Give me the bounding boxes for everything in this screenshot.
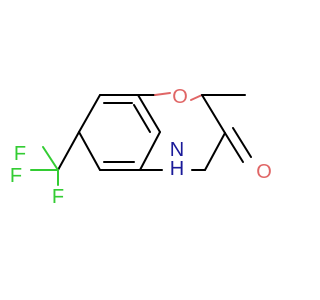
oxazinone-ring xyxy=(137,92,226,171)
fluorine-label-1: F xyxy=(14,143,26,165)
molecule-structure: O O H N F F F xyxy=(10,86,272,208)
bond xyxy=(133,104,151,133)
bond xyxy=(201,94,226,134)
fluorine-label-3: F xyxy=(52,186,64,208)
bond xyxy=(78,131,101,171)
oxygen-ring-label: O xyxy=(172,86,188,108)
fluorine-label-2: F xyxy=(10,165,22,187)
bond xyxy=(42,146,59,171)
bond xyxy=(232,127,252,158)
benzene-ring xyxy=(78,94,161,171)
bond xyxy=(204,132,226,171)
bond xyxy=(224,132,244,163)
molecule-canvas: O O H N F F F xyxy=(9,86,272,208)
carbonyl-bond xyxy=(224,127,252,163)
bond xyxy=(78,94,101,133)
nitrogen-label: N xyxy=(170,139,184,161)
bond xyxy=(137,94,161,133)
bond xyxy=(154,92,171,96)
cf3-group xyxy=(30,131,80,186)
bond xyxy=(139,131,161,171)
oxygen-carbonyl-label: O xyxy=(256,161,272,183)
bond xyxy=(190,94,203,101)
bond xyxy=(57,131,80,171)
nitrogen-h-label: H xyxy=(170,158,184,180)
